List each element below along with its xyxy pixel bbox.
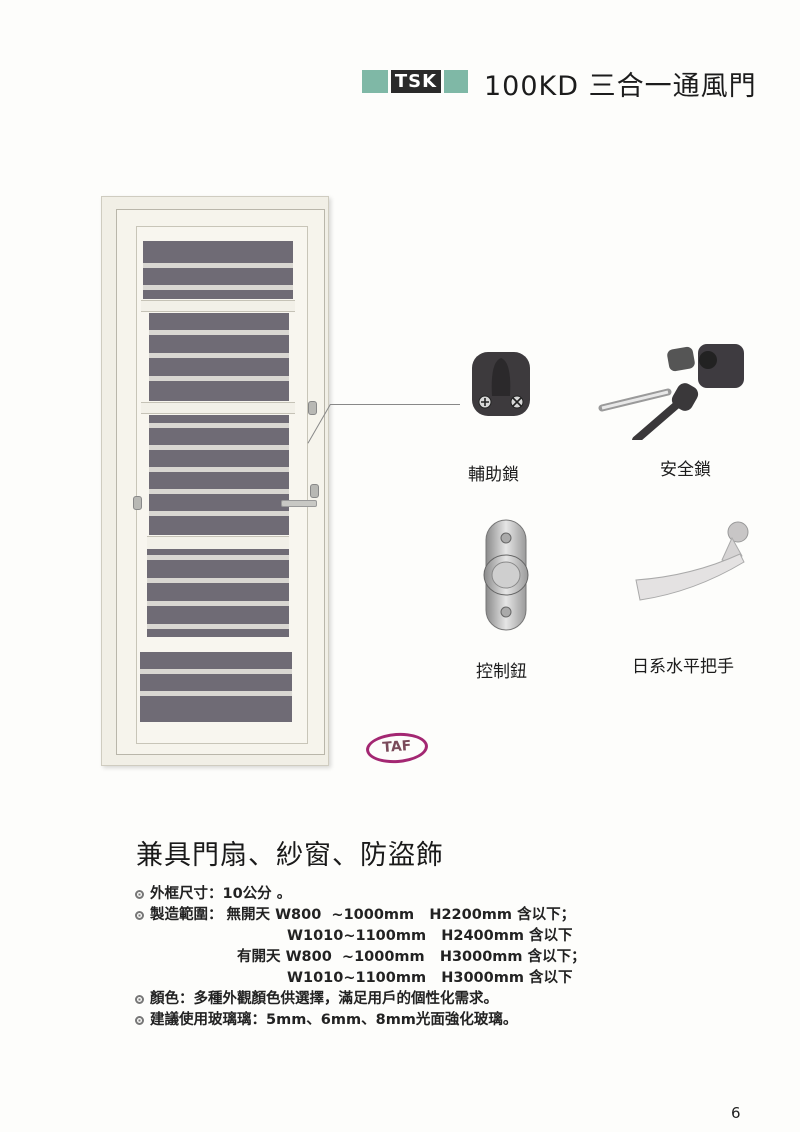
louver-panel-upper: [149, 313, 289, 401]
accessory-label: 安全鎖: [660, 460, 711, 480]
bullet-icon: [135, 890, 144, 899]
spec-list: 外框尺寸：10公分 。 製造範圍： 無開天 W800 ~1000mm H2200…: [135, 884, 586, 1031]
spec-range-line: W1010~1100mm H2400mm 含以下: [287, 928, 573, 944]
brand-logo-text: TSK: [391, 70, 441, 93]
spec-range-line: W1010~1100mm H3000mm 含以下: [287, 970, 573, 986]
section-heading: 兼具門扇、紗窗、防盜飾: [136, 840, 444, 871]
door-crossbar: [147, 536, 289, 550]
door-lock-knob: [133, 496, 142, 510]
door-crossbar: [141, 300, 295, 312]
callout-line: [330, 404, 460, 405]
door-lock-knob: [308, 401, 317, 415]
accessory-label: 輔助鎖: [468, 465, 519, 485]
brand-logo: TSK: [362, 70, 468, 93]
page-number: 6: [731, 1104, 741, 1122]
spec-range: 製造範圍： 無開天 W800 ~1000mm H2200mm 含以下；: [135, 905, 586, 926]
safety-lock-keys-icon: [598, 340, 748, 444]
page-title: 100KD 三合一通風門: [484, 71, 757, 102]
brand-logo-right-bar: [444, 70, 468, 93]
bullet-icon: [135, 995, 144, 1004]
spec-range-line: 有開天 W800 ~1000mm H3000mm 含以下；: [237, 949, 586, 965]
spec-frame-size: 外框尺寸：10公分 。: [135, 884, 586, 905]
spec-glass: 建議使用玻璃璃：5mm、6mm、8mm光面強化玻璃。: [135, 1010, 586, 1031]
bullet-icon: [135, 911, 144, 920]
brand-logo-left-bar: [362, 70, 388, 93]
accessory-label: 控制鈕: [476, 662, 527, 682]
door-lever-handle: [281, 500, 317, 507]
door-lock-knob: [310, 484, 319, 498]
bullet-icon: [135, 1016, 144, 1025]
louver-panel-middle: [149, 415, 289, 535]
spec-color: 顏色：多種外觀顏色供選擇，滿足用戶的個性化需求。: [135, 989, 586, 1010]
taf-certification-logo: TAF: [365, 730, 429, 766]
auxiliary-lock-icon: [470, 348, 532, 420]
lever-handle-icon: [632, 520, 752, 610]
louver-panel-bottom: [140, 652, 292, 722]
louver-panel-lower: [147, 549, 289, 637]
door-image: [136, 226, 308, 744]
door-crossbar: [141, 402, 295, 414]
accessory-label: 日系水平把手: [632, 657, 734, 677]
control-knob-icon: [478, 518, 534, 633]
louver-panel-top: [143, 241, 293, 299]
